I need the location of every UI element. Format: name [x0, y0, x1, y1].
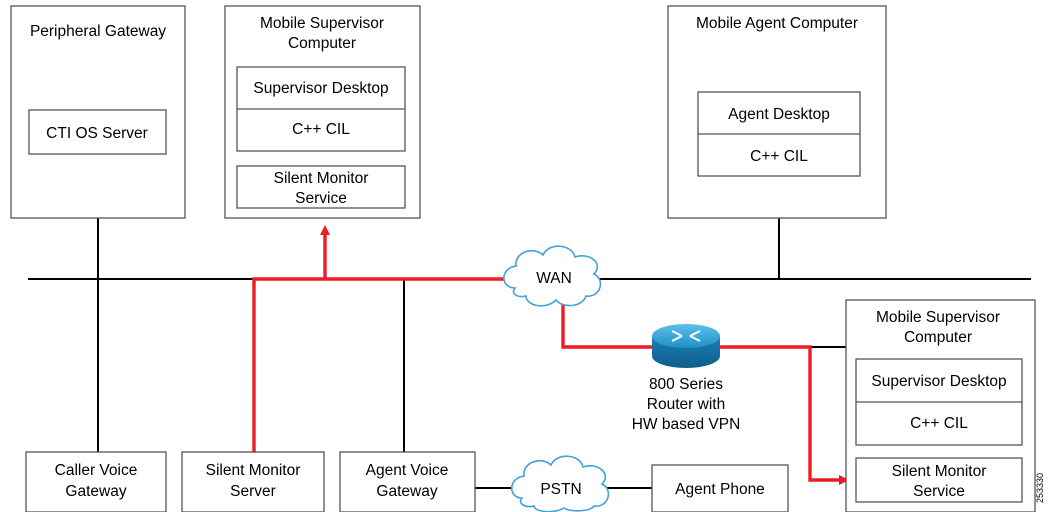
mobile-supervisor-bottom-title-1: Mobile Supervisor: [876, 309, 1000, 326]
caller-voice-gateway-1: Caller Voice: [55, 462, 138, 479]
cil-top-label: C++ CIL: [292, 121, 350, 138]
supervisor-desktop-top-label: Supervisor Desktop: [253, 80, 388, 97]
silent-monitor-red-path: [252, 277, 508, 452]
mobile-supervisor-computer-bottom: Mobile Supervisor Computer Supervisor De…: [845, 299, 1036, 512]
caller-voice-gateway: Caller Voice Gateway: [25, 451, 167, 512]
agent-voice-gateway-1: Agent Voice: [366, 462, 449, 479]
agent-desktop: Agent Desktop C++ CIL: [697, 91, 861, 177]
mobile-supervisor-bottom-title-2: Computer: [904, 329, 972, 346]
router-label-1: 800 Series: [649, 376, 723, 393]
peripheral-gateway-title: Peripheral Gateway: [30, 23, 166, 40]
pstn-label: PSTN: [540, 481, 581, 498]
agent-phone: Agent Phone: [651, 464, 789, 512]
supervisor-desktop-bottom-label: Supervisor Desktop: [871, 373, 1006, 390]
agent-voice-gateway-2: Gateway: [376, 483, 437, 500]
wan-router-red-path: [561, 305, 652, 349]
router-label-3: HW based VPN: [632, 416, 741, 433]
cti-os-server: CTI OS Server: [28, 109, 167, 155]
silent-monitor-server-1: Silent Monitor: [206, 462, 301, 479]
cti-os-server-label: CTI OS Server: [46, 125, 148, 142]
wan-label: WAN: [536, 270, 572, 287]
cil-bottom-label: C++ CIL: [910, 415, 968, 432]
peripheral-gateway: Peripheral Gateway CTI OS Server: [10, 5, 186, 219]
mobile-supervisor-top-title-2: Computer: [288, 35, 356, 52]
agent-voice-gateway: Agent Voice Gateway: [339, 451, 476, 512]
silent-monitor-service-bottom-1: Silent Monitor: [892, 463, 987, 480]
supervisor-desktop-top: Supervisor Desktop C++ CIL: [236, 66, 406, 152]
silent-monitor-service-bottom-2: Service: [913, 483, 965, 500]
silent-monitor-service-bottom: Silent Monitor Service: [855, 457, 1023, 503]
silent-monitor-server: Silent Monitor Server: [181, 451, 325, 512]
mobile-supervisor-computer-top: Mobile Supervisor Computer Supervisor De…: [224, 5, 421, 219]
wan-cloud: WAN: [503, 245, 602, 307]
supervisor-desktop-bottom: Supervisor Desktop C++ CIL: [855, 358, 1023, 446]
router-label-2: Router with: [647, 396, 725, 413]
agent-phone-label: Agent Phone: [675, 481, 765, 498]
agent-cil-label: C++ CIL: [750, 148, 808, 165]
mobile-agent-computer: Mobile Agent Computer Agent Desktop C++ …: [667, 5, 887, 219]
caller-voice-gateway-2: Gateway: [65, 483, 126, 500]
router-label: 800 Series Router with HW based VPN: [632, 376, 741, 433]
router-supervisor-red-path: [720, 345, 849, 485]
silent-monitor-service-top: Silent Monitor Service: [236, 165, 406, 209]
silent-monitor-service-top-1: Silent Monitor: [274, 170, 369, 187]
pstn-cloud: PSTN: [510, 455, 610, 512]
figure-id: 253330: [1035, 473, 1045, 503]
mobile-supervisor-top-title-1: Mobile Supervisor: [260, 15, 384, 32]
silent-monitor-service-top-2: Service: [295, 190, 347, 207]
silent-monitor-server-2: Server: [230, 483, 276, 500]
agent-desktop-label: Agent Desktop: [728, 106, 830, 123]
mobile-agent-title: Mobile Agent Computer: [696, 15, 858, 32]
router-icon: [652, 324, 720, 368]
